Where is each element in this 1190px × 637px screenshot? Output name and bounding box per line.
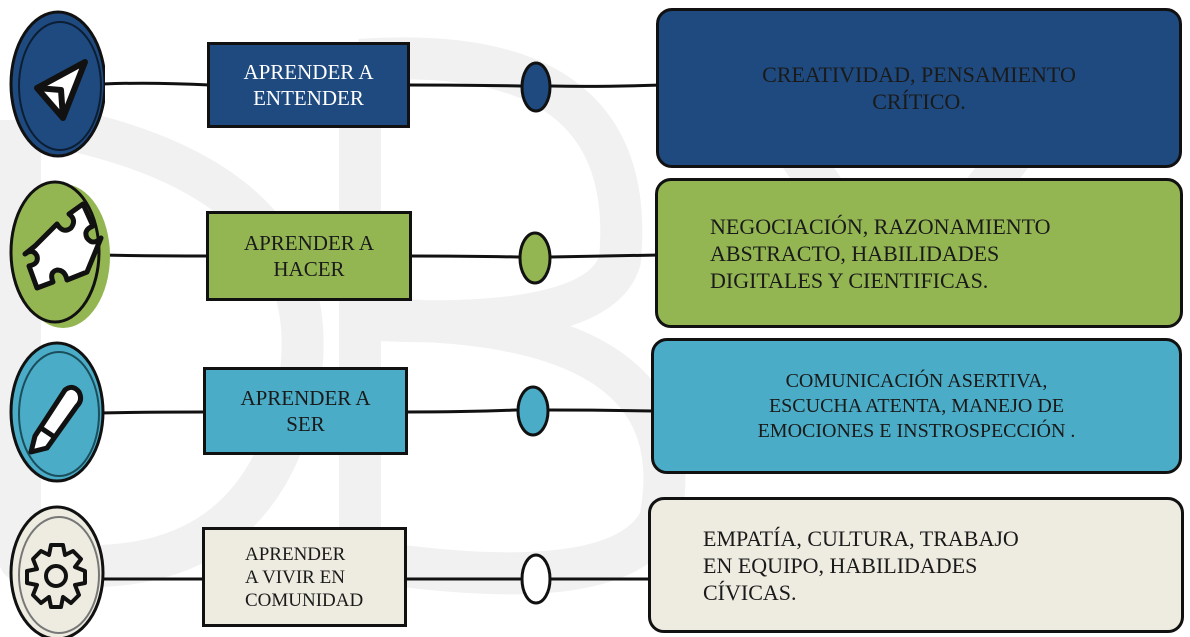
paper-plane-icon-badge (9, 10, 105, 158)
skills-text: COMUNICACIÓN ASERTIVA, ESCUCHA ATENTA, M… (757, 369, 1076, 442)
pill-label: APRENDER A SER (240, 386, 371, 436)
pill-label: APRENDER A ENTENDER (243, 60, 374, 110)
skills-box-ser: COMUNICACIÓN ASERTIVA, ESCUCHA ATENTA, M… (651, 338, 1182, 474)
node-dot (520, 553, 552, 605)
pill-aprender-a-ser: APRENDER A SER (203, 367, 408, 455)
pill-aprender-a-entender: APRENDER A ENTENDER (207, 42, 410, 128)
skills-text: CREATIVIDAD, PENSAMIENTO CRÍTICO. (762, 62, 1076, 114)
puzzle-icon-badge (9, 180, 110, 328)
skills-box-entender: CREATIVIDAD, PENSAMIENTO CRÍTICO. (656, 8, 1182, 168)
node-dot (516, 385, 550, 437)
gear-icon (25, 543, 87, 609)
node-dot (518, 231, 552, 285)
pill-aprender-a-vivir-en-comunidad: APRENDER A VIVIR EN COMUNIDAD (202, 527, 407, 627)
skills-box-vivir: EMPATÍA, CULTURA, TRABAJO EN EQUIPO, HAB… (648, 497, 1184, 633)
skills-text: NEGOCIACIÓN, RAZONAMIENTO ABSTRACTO, HAB… (710, 213, 1051, 293)
pencil-icon-badge (9, 341, 105, 483)
skills-box-hacer: NEGOCIACIÓN, RAZONAMIENTO ABSTRACTO, HAB… (655, 178, 1183, 328)
gear-icon-badge (9, 505, 105, 637)
paper-plane-icon (34, 59, 88, 121)
puzzle-icon (22, 201, 104, 291)
pencil-icon (28, 384, 84, 455)
pill-label: APRENDER A VIVIR EN COMUNIDAD (245, 543, 364, 611)
skills-text: EMPATÍA, CULTURA, TRABAJO EN EQUIPO, HAB… (703, 525, 1019, 605)
pill-label: APRENDER A HACER (243, 231, 375, 281)
pill-aprender-a-hacer: APRENDER A HACER (206, 211, 412, 301)
node-dot (520, 61, 552, 113)
